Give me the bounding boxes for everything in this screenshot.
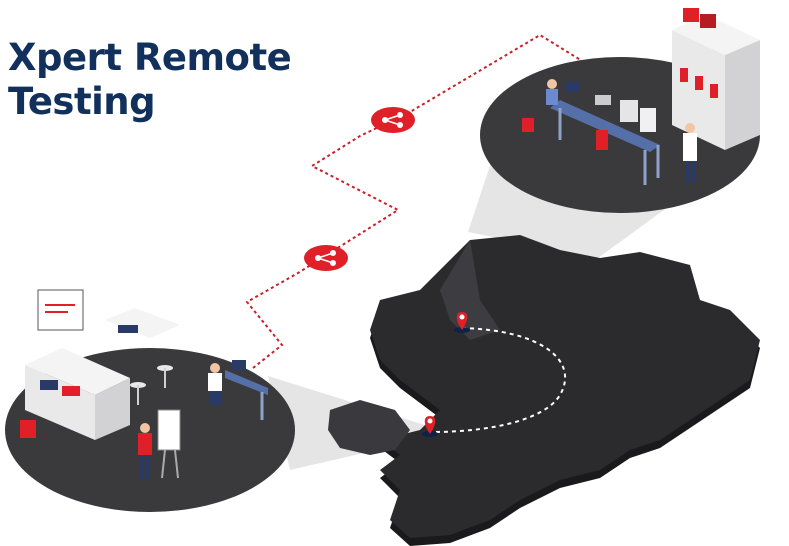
title-line-1: Xpert Remote bbox=[8, 36, 292, 79]
page-title: Xpert Remote Testing bbox=[8, 36, 292, 124]
lab-platform bbox=[480, 8, 760, 213]
test-bench-platform bbox=[5, 289, 295, 512]
route-arc bbox=[431, 327, 567, 433]
connection-path bbox=[245, 33, 621, 369]
europe-map bbox=[328, 235, 760, 546]
share-network-icon bbox=[304, 245, 348, 271]
title-line-2: Testing bbox=[8, 80, 156, 123]
map-pin-icon bbox=[454, 312, 470, 333]
map-pin-icon bbox=[422, 416, 438, 437]
share-network-icon bbox=[371, 107, 415, 133]
